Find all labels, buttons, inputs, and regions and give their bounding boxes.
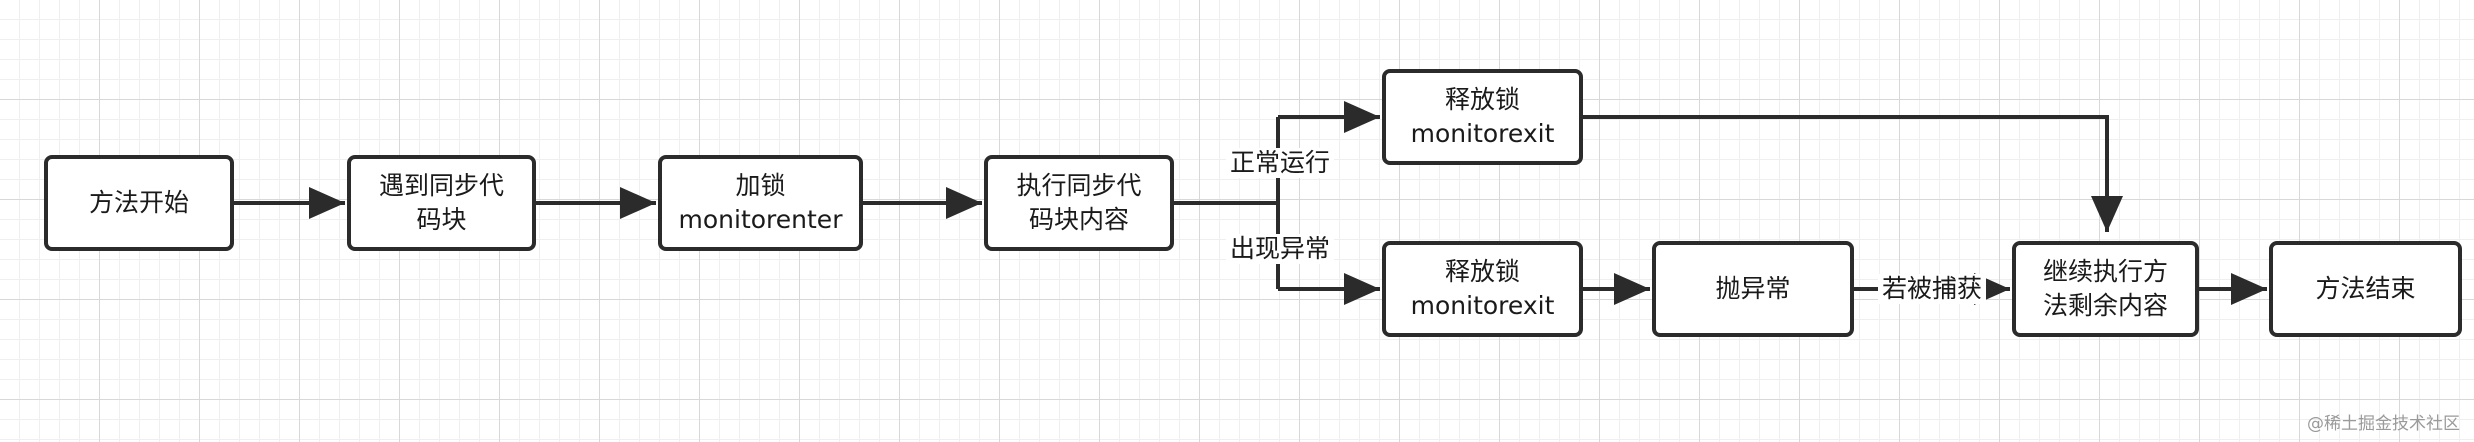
node-release-lock-exception: 释放锁 monitorexit <box>1382 241 1583 337</box>
node-throw-exception: 抛异常 <box>1652 241 1854 337</box>
node-continue-method-line-1: 继续执行方 <box>2042 257 2168 286</box>
node-method-end: 方法结束 <box>2269 241 2462 337</box>
node-method-end-line-1: 方法结束 <box>2315 274 2416 303</box>
node-release-lock-exception-line-2: monitorexit <box>1410 291 1555 320</box>
edge-label-exception: 出现异常 <box>1226 234 1335 264</box>
node-enter-sync-block-line-2: 码块 <box>416 205 467 234</box>
node-continue-method: 继续执行方 法剩余内容 <box>2012 241 2199 337</box>
node-release-lock-normal-line-1: 释放锁 <box>1444 85 1520 114</box>
node-method-start-line-1: 方法开始 <box>88 188 189 217</box>
arrow-release-normal-to-continue <box>1583 115 2123 232</box>
node-acquire-lock-line-2: monitorenter <box>678 205 843 234</box>
edge-label-catch: 若被捕获 <box>1878 274 1987 304</box>
node-release-lock-normal: 释放锁 monitorexit <box>1382 69 1583 165</box>
node-enter-sync-block: 遇到同步代 码块 <box>347 155 536 251</box>
node-method-start: 方法开始 <box>44 155 234 251</box>
node-execute-sync-block: 执行同步代 码块内容 <box>984 155 1174 251</box>
node-enter-sync-block-line-1: 遇到同步代 <box>378 171 504 200</box>
node-execute-sync-block-line-2: 码块内容 <box>1028 205 1129 234</box>
node-throw-exception-line-1: 抛异常 <box>1715 274 1791 303</box>
node-acquire-lock-line-1: 加锁 <box>735 171 786 200</box>
node-acquire-lock: 加锁 monitorenter <box>658 155 863 251</box>
node-release-lock-normal-line-2: monitorexit <box>1410 119 1555 148</box>
watermark: @稀土掘金技术社区 <box>2307 414 2460 434</box>
edge-label-normal: 正常运行 <box>1226 148 1335 178</box>
node-continue-method-line-2: 法剩余内容 <box>2042 291 2168 320</box>
node-release-lock-exception-line-1: 释放锁 <box>1444 257 1520 286</box>
node-execute-sync-block-line-1: 执行同步代 <box>1016 171 1142 200</box>
